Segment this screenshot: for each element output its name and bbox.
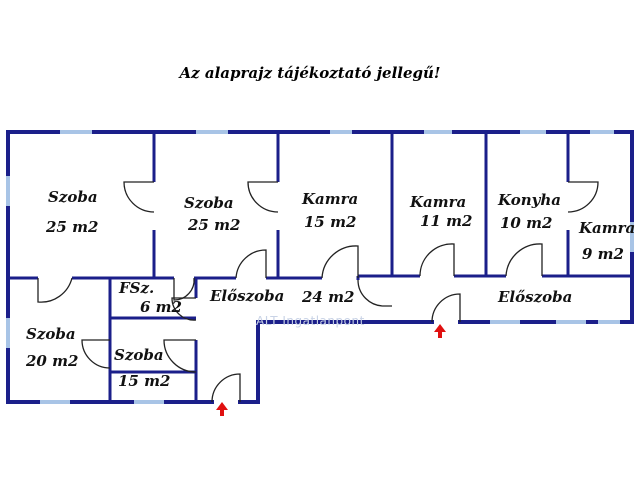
room-name: Szoba	[184, 194, 234, 212]
room-area: 6 m2	[140, 298, 182, 316]
room-name: Kamra	[579, 219, 636, 237]
door-swing-icon	[37, 181, 599, 403]
room-area: 15 m2	[118, 372, 171, 390]
room-area: 25 m2	[188, 216, 241, 234]
room-name: FSz.	[119, 279, 155, 297]
up-arrow-icon	[216, 324, 446, 416]
plan-disclaimer: Az alaprajz tájékoztató jellegű!	[179, 64, 441, 82]
outer-walls	[6, 130, 634, 404]
room-name: Szoba	[48, 188, 98, 206]
room-area: 25 m2	[46, 218, 99, 236]
room-name: Kamra	[302, 190, 359, 208]
watermark: ALT Ingatlanpont	[256, 314, 365, 328]
room-name: Előszoba	[498, 288, 573, 306]
room-area: 15 m2	[304, 213, 357, 231]
room-name: Szoba	[26, 325, 76, 343]
room-area: 10 m2	[500, 214, 553, 232]
room-name: Szoba	[114, 346, 164, 364]
room-name: Kamra	[410, 193, 467, 211]
room-area: 11 m2	[420, 212, 473, 230]
window-icon	[6, 130, 634, 404]
room-name: Előszoba	[210, 287, 285, 305]
inner-walls	[8, 132, 632, 402]
room-name: Konyha	[498, 191, 561, 209]
room-area: 24 m2	[302, 288, 355, 306]
room-area: 9 m2	[582, 245, 624, 263]
room-area: 20 m2	[26, 352, 79, 370]
